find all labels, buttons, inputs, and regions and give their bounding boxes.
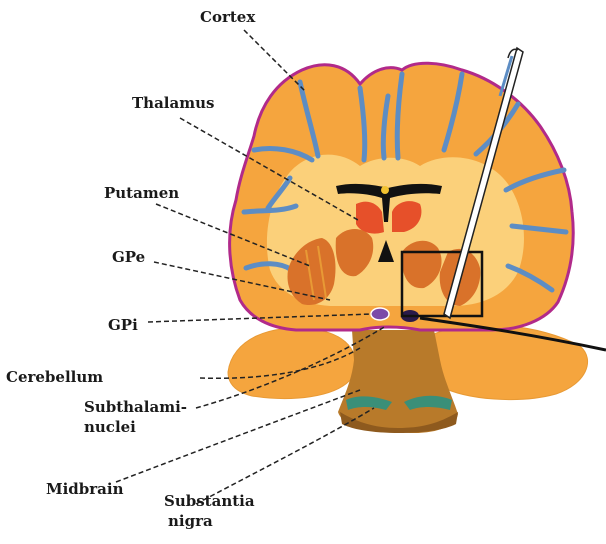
cerebellum-right [426, 325, 587, 400]
fornix [381, 186, 389, 194]
label-subthalamic-line1: Subthalami- [84, 398, 187, 416]
label-gpi: GPi [108, 316, 138, 334]
label-cortex: Cortex [200, 8, 256, 26]
label-putamen: Putamen [104, 184, 179, 202]
label-substantia-line1: Substantia [164, 492, 255, 510]
label-thalamus: Thalamus [132, 94, 214, 112]
label-gpe: GPe [112, 248, 145, 266]
label-substantia-line2: nigra [168, 512, 213, 530]
gpi-nucleus [371, 308, 389, 320]
label-subthalamic-line2: nuclei [84, 418, 136, 436]
label-midbrain: Midbrain [46, 480, 124, 498]
cerebellum-left [228, 328, 355, 398]
label-cerebellum: Cerebellum [6, 368, 103, 386]
